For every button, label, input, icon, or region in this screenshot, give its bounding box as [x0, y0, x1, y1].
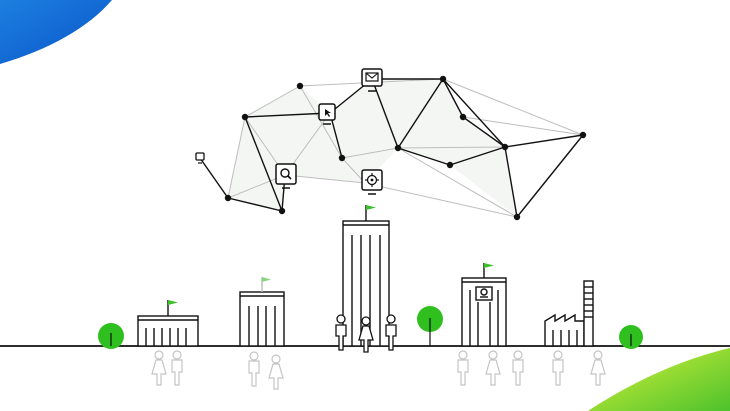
cursor-click-icon: [318, 103, 336, 125]
person: [457, 350, 469, 386]
institution-building: [461, 263, 507, 347]
person: [590, 350, 606, 386]
person: [248, 351, 260, 387]
factory: [544, 280, 594, 347]
person: [512, 350, 524, 386]
network-nodes: [224, 75, 587, 221]
person: [358, 316, 374, 353]
people-group-center: [335, 314, 397, 353]
office-building-small: [137, 300, 199, 347]
person: [335, 314, 347, 351]
office-building-medium: [239, 277, 285, 347]
magnifier-icon: [275, 163, 297, 189]
strong-edges: [199, 78, 584, 218]
tree-left: [98, 323, 124, 349]
corner-swoosh-top-left: [0, 0, 112, 64]
person: [268, 354, 284, 390]
person: [385, 314, 397, 351]
network-mesh: [195, 68, 587, 221]
people-group-faded: [151, 350, 606, 390]
person: [485, 350, 501, 386]
tree-middle: [417, 306, 443, 346]
person: [171, 350, 183, 386]
corner-swoosh-bottom-right: [588, 348, 730, 411]
target-crosshair-icon: [361, 169, 383, 195]
person: [151, 350, 167, 386]
small-device-icon: [195, 152, 205, 164]
person: [552, 350, 564, 386]
tree-right: [619, 325, 643, 349]
mesh-shade: [228, 79, 517, 217]
monitor-mail-icon: [361, 68, 383, 92]
